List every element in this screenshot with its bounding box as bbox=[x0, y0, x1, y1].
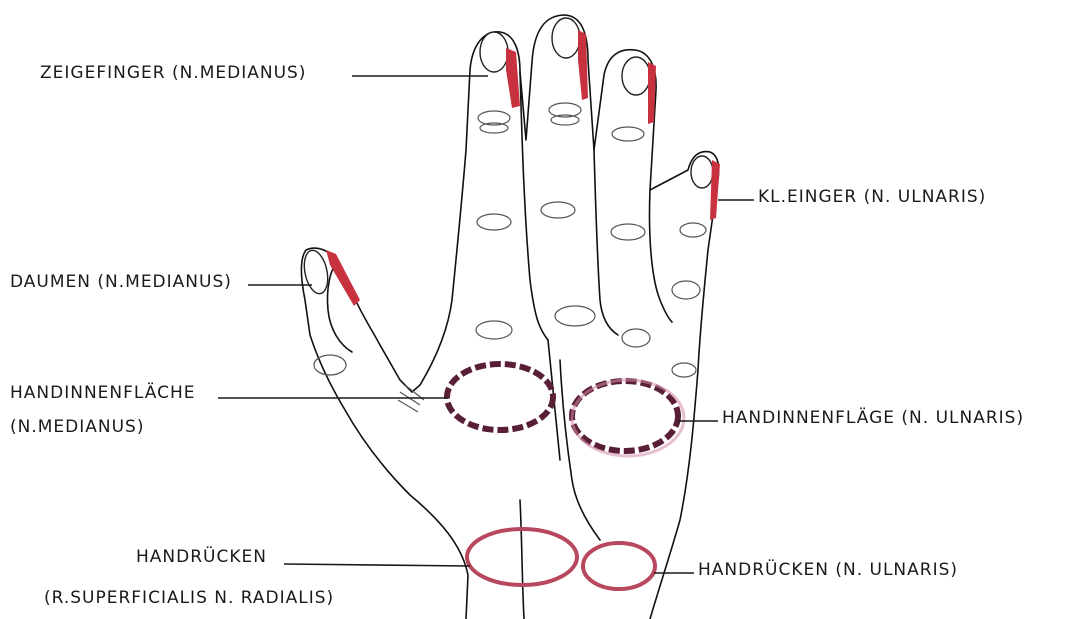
palm-line-wrist bbox=[520, 500, 524, 619]
little-nail bbox=[691, 156, 713, 188]
label-palm-median-1: HANDINNENFLÄCHE bbox=[10, 382, 196, 403]
label-back-radial-2: (R.SUPERFICIALIS N. RADIALIS) bbox=[44, 588, 334, 608]
label-back-ulnar: HANDRÜCKEN (N. ULNARIS) bbox=[698, 558, 958, 580]
middle-nail bbox=[552, 18, 580, 58]
zone-palm-ulnar-halo bbox=[572, 380, 684, 456]
finger-gap-middle-ring bbox=[594, 150, 618, 335]
label-index-finger: ZEIGEFINGER (N.MEDIANUS) bbox=[40, 63, 306, 83]
zone-palm-median bbox=[447, 364, 553, 430]
index-nail bbox=[480, 32, 508, 72]
ring-nail bbox=[622, 57, 650, 95]
label-little-finger: KL.EINGER (N. ULNARIS) bbox=[758, 187, 986, 207]
label-thumb: DAUMEN (N.MEDIANUS) bbox=[10, 272, 232, 292]
leader-back-radial bbox=[284, 564, 470, 566]
label-palm-ulnar: HANDINNENFLÄGE (N. ULNARIS) bbox=[722, 407, 1024, 428]
label-palm-median-2: (N.MEDIANUS) bbox=[10, 417, 144, 437]
thumb-marker bbox=[326, 250, 360, 306]
finger-gap-ring-little bbox=[649, 190, 672, 322]
thumb-nail bbox=[301, 248, 332, 296]
label-back-radial-1: HANDRÜCKEN bbox=[136, 545, 267, 567]
index-marker bbox=[506, 48, 520, 108]
zone-back-ulnar bbox=[583, 543, 655, 589]
